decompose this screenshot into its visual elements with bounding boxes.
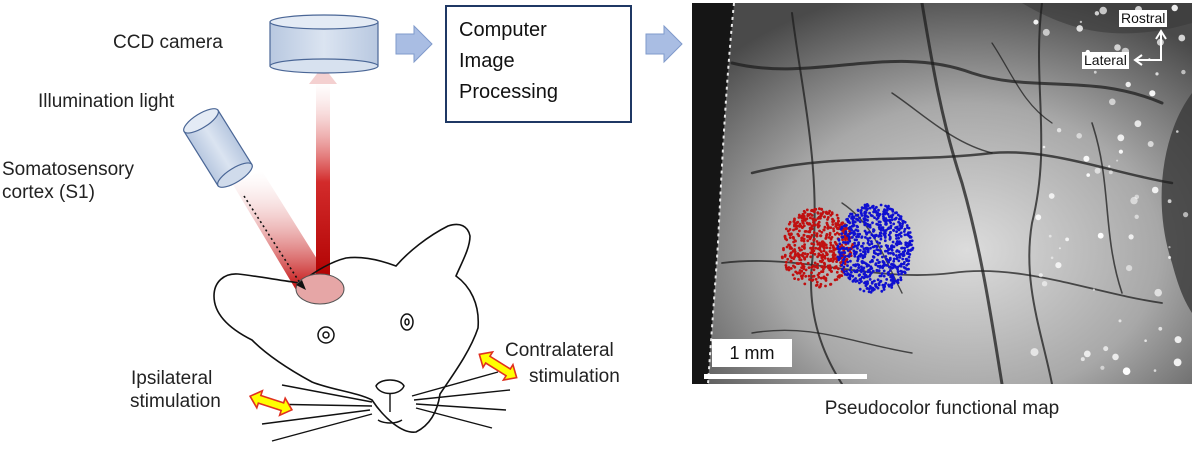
computer-image-processing-box: Computer Image Processing (445, 5, 632, 123)
contralateral-label-line1: Contralateral (505, 340, 614, 361)
ipsilateral-label-line1: Ipsilateral (131, 368, 213, 389)
reflected-beam (316, 82, 330, 282)
contralateral-stimulation-arrow (478, 350, 518, 382)
rat-nose (375, 379, 405, 395)
blood-vessel (920, 3, 1004, 384)
functional-map-image: Rostral Lateral 1 mm (692, 3, 1192, 384)
contralateral-label-line2: stimulation (529, 366, 620, 387)
contralateral-response-cluster (836, 203, 915, 294)
blood-vessel (891, 92, 993, 154)
lateral-label: Lateral (1082, 52, 1129, 69)
ccd-camera-label: CCD camera (113, 32, 223, 53)
rostral-label: Rostral (1119, 10, 1168, 27)
blood-vessel (1028, 3, 1053, 384)
scale-bar (704, 374, 867, 379)
blood-vessel (730, 59, 1164, 105)
scale-bar-label: 1 mm (712, 339, 792, 367)
orientation-arrow-icon (1133, 29, 1167, 66)
cortex-s1-spot (295, 273, 345, 305)
ccd-camera-icon (269, 14, 379, 74)
illumination-light-icon (183, 108, 253, 188)
flow-arrow-camera-to-processing (395, 24, 433, 64)
illumination-light-label: Illumination light (38, 91, 175, 112)
blood-vessel (991, 42, 1053, 124)
s1-leader-arrowhead (296, 280, 306, 290)
rat-head-drawing (213, 223, 480, 433)
map-caption: Pseudocolor functional map (824, 398, 1060, 419)
s1-label-line1: Somatosensory (2, 159, 135, 180)
rat-eyes (317, 313, 414, 344)
illumination-beam (232, 171, 332, 290)
bright-specks (1030, 4, 1189, 376)
processing-line1: Computer (459, 19, 547, 41)
reflected-beam-arrowhead (309, 66, 337, 84)
setup-illustration (183, 14, 683, 442)
processing-line2: Image (459, 50, 515, 72)
ipsilateral-label-line2: stimulation (130, 391, 221, 412)
processing-line3: Processing (459, 81, 558, 103)
rat-mouth (377, 394, 403, 424)
blood-vessel (751, 329, 913, 354)
blood-vessel (791, 12, 843, 384)
ipsilateral-stimulation-arrow (248, 389, 294, 417)
s1-label-line2: cortex (S1) (2, 182, 95, 203)
flow-arrow-processing-to-map (645, 24, 683, 64)
blood-vessel (1091, 122, 1123, 294)
